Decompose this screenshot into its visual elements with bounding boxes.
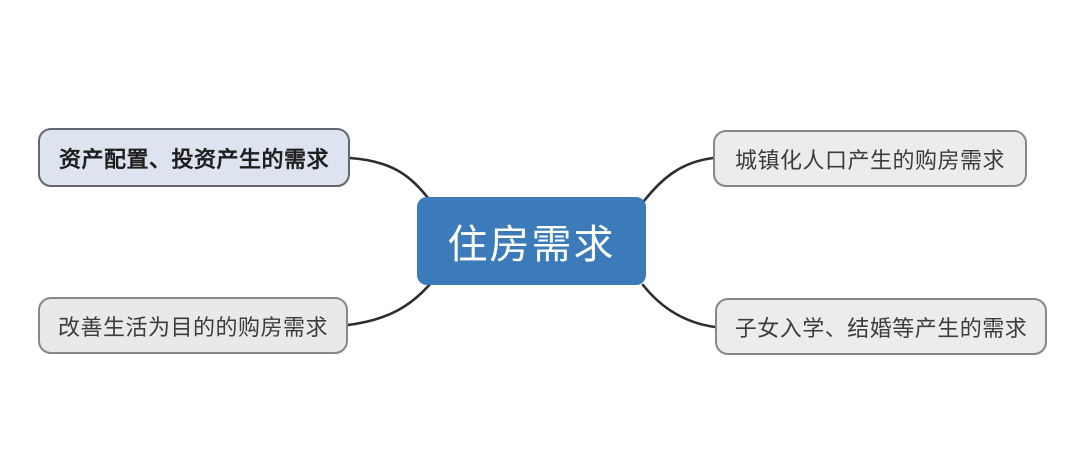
branch-node-school-marriage[interactable]: 子女入学、结婚等产生的需求 — [715, 298, 1047, 355]
branch-node-urbanization[interactable]: 城镇化人口产生的购房需求 — [713, 130, 1027, 187]
connector-bottom-left — [346, 281, 433, 327]
branch-node-living-improvement[interactable]: 改善生活为目的的购房需求 — [38, 297, 348, 354]
connector-top-left — [348, 156, 433, 204]
branch-node-asset-investment[interactable]: 资产配置、投资产生的需求 — [38, 128, 350, 187]
central-topic-node[interactable]: 住房需求 — [417, 197, 646, 285]
connector-bottom-right — [641, 283, 717, 329]
connector-top-right — [642, 156, 715, 203]
